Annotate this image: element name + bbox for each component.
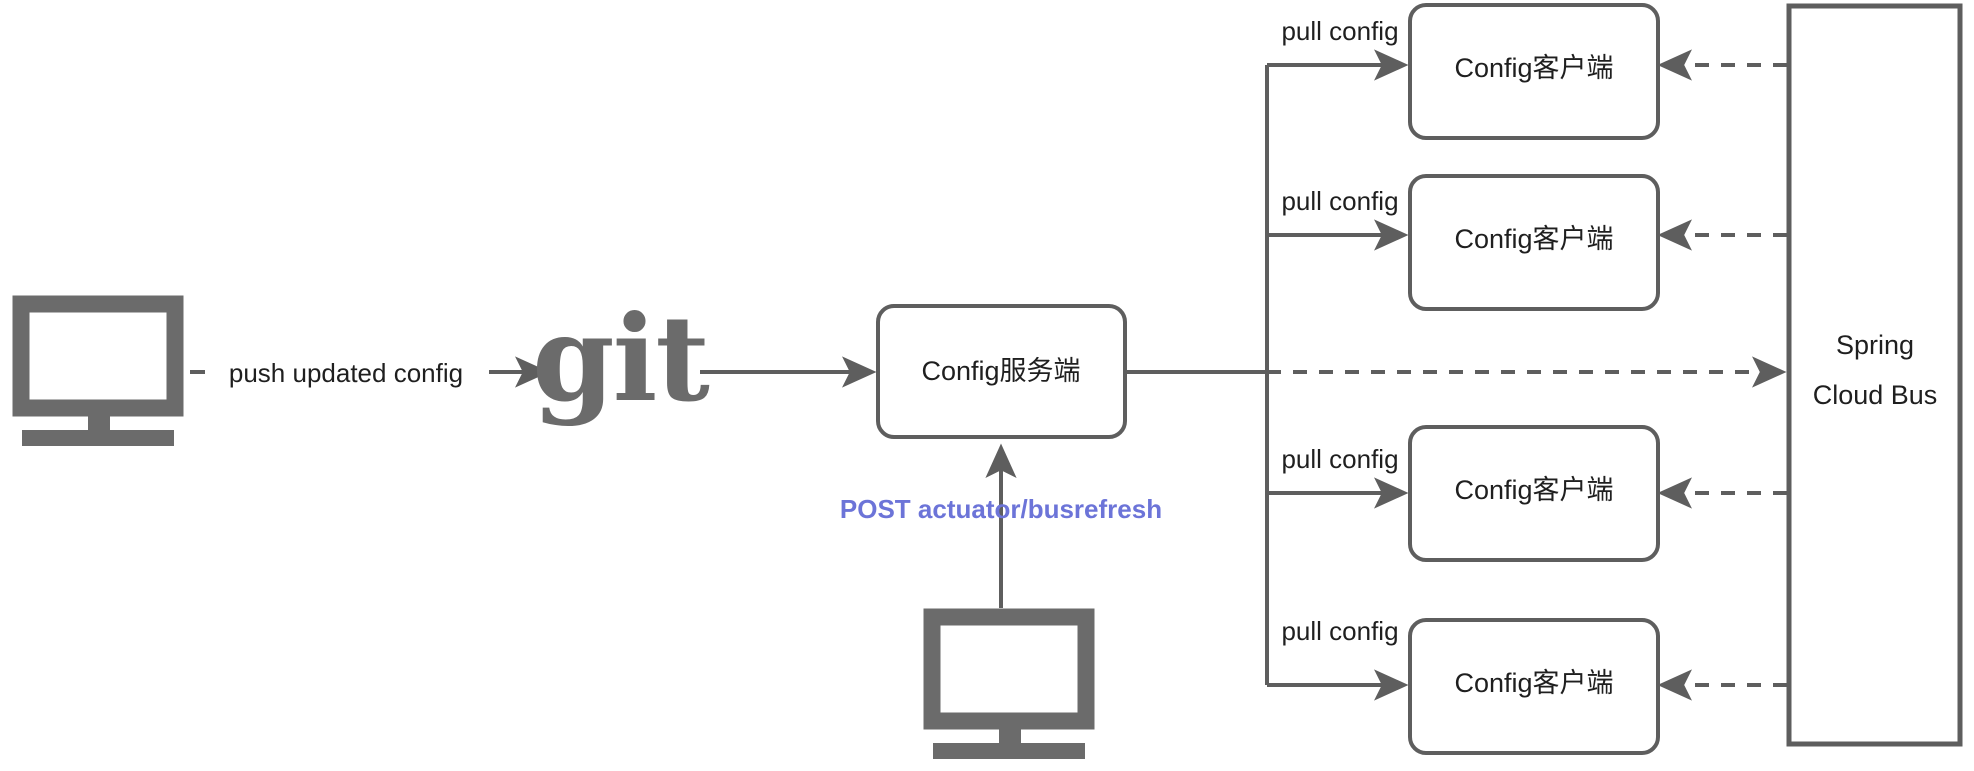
edge-label-pull-config-3: pull config — [1281, 444, 1398, 474]
edge-label-post-busrefresh: POST actuator/busrefresh — [840, 494, 1162, 524]
monitor-icon — [923, 608, 1095, 759]
node-label-spring-cloud-bus-line1: Spring — [1836, 330, 1914, 360]
git-logo: git — [532, 289, 709, 428]
node-label-config-client-4: Config客户端 — [1454, 668, 1613, 698]
edge-label-pull-config-1: pull config — [1281, 16, 1398, 46]
edge-label-pull-config-4: pull config — [1281, 616, 1398, 646]
node-label-config-client-2: Config客户端 — [1454, 224, 1613, 254]
monitor-icon — [12, 295, 184, 446]
node-label-config-server: Config服务端 — [921, 356, 1080, 386]
node-label-config-client-3: Config客户端 — [1454, 475, 1613, 505]
edge-label-push-updated-config: push updated config — [229, 358, 463, 388]
node-spring-cloud-bus[interactable] — [1786, 3, 1963, 747]
node-label-config-client-1: Config客户端 — [1454, 53, 1613, 83]
edge-label-pull-config-2: pull config — [1281, 186, 1398, 216]
node-label-spring-cloud-bus-line2: Cloud Bus — [1813, 380, 1938, 410]
